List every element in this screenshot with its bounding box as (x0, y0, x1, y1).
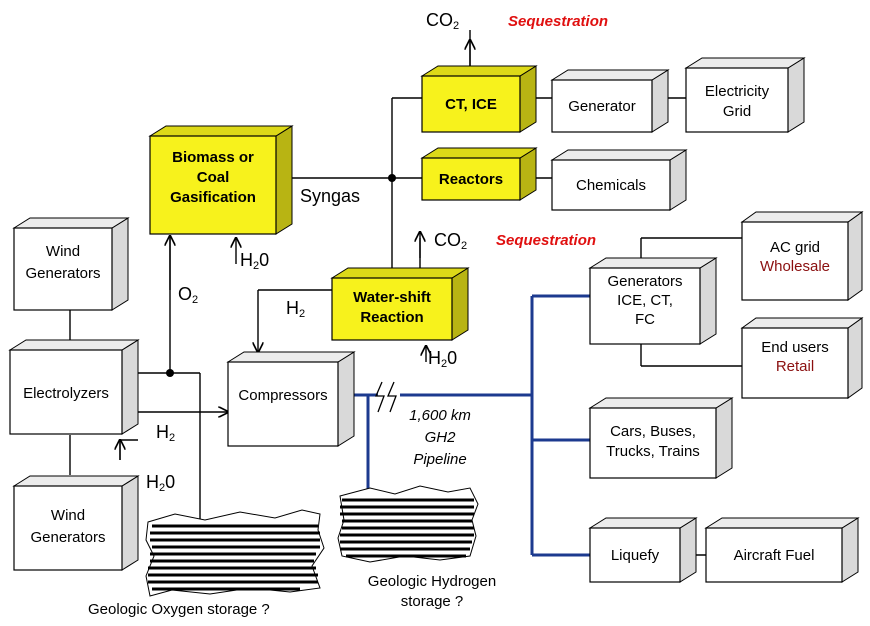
h2o-gasification-label: H20 (240, 250, 269, 272)
h2-compressor-label: H2 (286, 298, 305, 320)
ct-ice-label: CT, ICE (445, 96, 497, 113)
hydrogen-storage-label: storage ? (401, 593, 464, 610)
chemicals-box: Chemicals (550, 149, 688, 211)
reactors-label: Reactors (439, 171, 503, 188)
wind-generators-label: Wind (51, 507, 85, 524)
ac-grid-wholesale-label: Wholesale (760, 258, 830, 275)
generators-fc-box: Generators ICE, CT, FC (588, 257, 718, 345)
ct-ice-box: CT, ICE (420, 65, 538, 133)
generators-fc-label: ICE, CT, (617, 292, 673, 309)
electricity-grid-box: Electricity Grid (684, 57, 806, 133)
compressors-box: Compressors (226, 351, 356, 447)
gh2-pipeline-lines (338, 294, 590, 557)
water-shift-box: Water-shift Reaction (330, 267, 470, 341)
water-shift-label: Water-shift (353, 289, 431, 306)
generator-box: Generator (550, 69, 670, 133)
sequestration-top-label: Sequestration (508, 13, 608, 30)
generators-fc-label: FC (635, 311, 655, 328)
wind-generators-label: Generators (25, 265, 100, 282)
ac-grid-box: AC grid Wholesale (740, 211, 864, 301)
pipeline-break-icon (375, 381, 397, 413)
hydrogen-storage-label: Geologic Hydrogen (368, 573, 496, 590)
electrolyzers-box: Electrolyzers (8, 339, 140, 435)
liquefy-label: Liquefy (611, 547, 660, 564)
gasification-box: Biomass or Coal Gasification (148, 125, 294, 235)
ac-grid-label: AC grid (770, 239, 820, 256)
o2-label: O2 (178, 284, 198, 306)
co2-mid-label: CO2 (434, 230, 467, 252)
liquefy-box: Liquefy (588, 517, 698, 583)
gasification-label: Coal (197, 169, 230, 186)
h2o-watershift-label: H20 (428, 348, 457, 370)
syngas-label: Syngas (300, 186, 360, 206)
junction-dot (388, 174, 396, 182)
sequestration-mid-label: Sequestration (496, 232, 596, 249)
generators-fc-label: Generators (607, 273, 682, 290)
oxygen-storage-label: Geologic Oxygen storage ? (88, 601, 270, 618)
vehicles-label: Cars, Buses, (610, 423, 696, 440)
end-users-retail-label: Retail (776, 358, 814, 375)
reactors-box: Reactors (420, 147, 538, 201)
chemicals-label: Chemicals (576, 177, 646, 194)
co2-top-label: CO2 (426, 10, 459, 32)
h2-electrolyzer-label: H2 (156, 422, 175, 444)
wind-generators-label: Generators (30, 529, 105, 546)
wind-generators-label: Wind (46, 243, 80, 260)
vehicles-box: Cars, Buses, Trucks, Trains (588, 397, 734, 479)
gasification-label: Biomass or (172, 149, 254, 166)
wind-generators-box-top: Wind Generators (12, 217, 130, 311)
aircraft-fuel-label: Aircraft Fuel (734, 547, 815, 564)
vehicles-label: Trucks, Trains (606, 443, 700, 460)
junction-dot (166, 369, 174, 377)
aircraft-fuel-box: Aircraft Fuel (704, 517, 860, 583)
electrolyzers-label: Electrolyzers (23, 385, 109, 402)
oxygen-storage-icon (145, 509, 325, 597)
h2o-electrolyzer-label: H20 (146, 472, 175, 494)
gasification-label: Gasification (170, 189, 256, 206)
generator-label: Generator (568, 98, 636, 115)
pipeline-label: 1,600 km (409, 407, 471, 424)
compressors-label: Compressors (238, 387, 327, 404)
pipeline-label: GH2 (425, 429, 457, 446)
end-users-box: End users Retail (740, 317, 864, 399)
electricity-grid-label: Electricity (705, 83, 770, 100)
pipeline-label: Pipeline (413, 451, 466, 468)
end-users-label: End users (761, 339, 829, 356)
water-shift-label: Reaction (360, 309, 423, 326)
electricity-grid-label: Grid (723, 103, 751, 120)
hydrogen-storage-icon (337, 485, 479, 563)
wind-generators-box-bottom: Wind Generators (12, 475, 140, 571)
